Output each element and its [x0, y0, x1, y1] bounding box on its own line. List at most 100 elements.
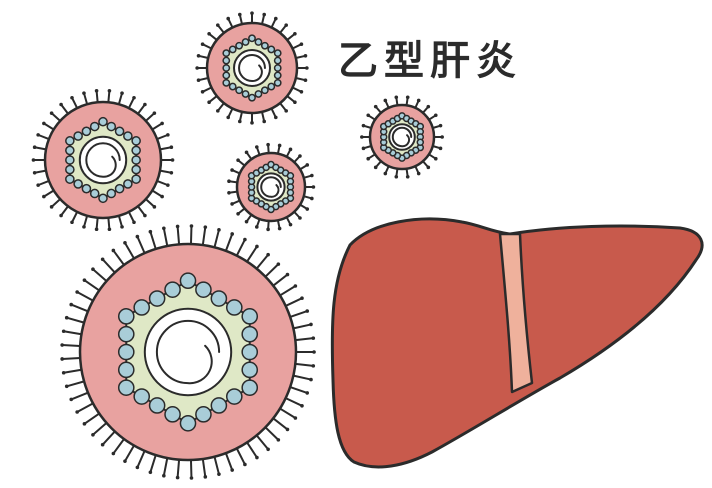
virus-spike-tip [31, 158, 36, 162]
virus-spike-tip [120, 225, 124, 229]
virus-spike-tip [311, 185, 316, 189]
virus-bead [164, 281, 181, 298]
virus-icon [227, 142, 316, 232]
virus-bead [131, 136, 141, 146]
virus-spike-tip [244, 219, 249, 224]
virus-bead [148, 397, 166, 414]
virus-bead [228, 45, 237, 54]
virus-bead [260, 41, 269, 50]
virus-spike [71, 96, 79, 110]
virus-spike-tip [300, 296, 304, 301]
virus-spike-tip [200, 89, 205, 94]
virus-spike-tip [243, 237, 247, 242]
virus-spike-tip [298, 216, 302, 220]
virus-bead [228, 82, 237, 91]
virus-spike [33, 169, 47, 174]
virus-bead [123, 179, 133, 189]
virus-bead [81, 183, 92, 194]
virus-spike-tip [61, 370, 66, 375]
virus-bead [241, 90, 250, 98]
virus-spiral [155, 319, 221, 385]
virus-spike [62, 368, 83, 374]
virus-spike-tip [82, 422, 87, 426]
virus-spike [123, 444, 135, 463]
virus-spike-tip [293, 32, 297, 36]
virus-spike-tip [312, 350, 316, 354]
virus-spike-tip [196, 53, 201, 58]
virus-spike [82, 92, 89, 106]
virus-spike [246, 245, 258, 263]
virus-spike [272, 273, 289, 287]
virus-spike-tip [195, 66, 199, 70]
virus-spike-tip [132, 220, 136, 225]
virus-spike-tip [262, 119, 267, 124]
virus-bead [195, 406, 212, 423]
virus-spike [117, 214, 124, 228]
virus-spike [201, 457, 207, 478]
virus-bead [241, 361, 259, 379]
virus-bead [222, 64, 231, 72]
virus-bead [98, 116, 108, 127]
virus-spike-tip [69, 397, 74, 402]
virus-bead [117, 343, 135, 361]
virus-spike [294, 337, 315, 342]
virus-spike [37, 133, 50, 141]
virus-spike [156, 179, 169, 187]
virus-spike-tip [311, 364, 316, 368]
virus-group [31, 11, 444, 480]
virus-spike [95, 216, 99, 231]
virus-spike-tip [61, 329, 66, 334]
virus-spike [70, 303, 89, 313]
virus-bead [210, 397, 228, 414]
virus-bead [222, 71, 231, 80]
virus-bead [117, 379, 135, 396]
virus-spike-tip [230, 232, 234, 236]
virus-spike-tip [107, 88, 112, 93]
virus-spike-tip [49, 111, 54, 115]
virus-spike [76, 402, 95, 413]
virus-spike [156, 133, 169, 141]
virus-spike [151, 122, 164, 131]
virus-spike-tip [230, 202, 234, 206]
virus-spike [292, 374, 312, 381]
virus-spike-tip [236, 211, 240, 216]
virus-spike-tip [254, 145, 259, 149]
virus-spike-tip [250, 11, 254, 15]
virus-spike [101, 430, 116, 446]
virus-spike-tip [196, 78, 201, 83]
virus-spike-tip [91, 267, 95, 272]
virus-spike-tip [305, 391, 310, 395]
virus-spike-tip [216, 23, 220, 27]
virus-spike-tip [366, 156, 371, 161]
virus-spike-tip [120, 91, 124, 95]
virus-spike [264, 426, 280, 441]
virus-spike-tip [284, 23, 288, 27]
virus-bead [241, 308, 259, 325]
title: 乙型肝炎 [338, 38, 522, 84]
virus-spike-tip [293, 284, 298, 288]
virus-bead [81, 126, 92, 137]
virus-spike-tip [64, 315, 69, 320]
virus-spike-tip [100, 257, 105, 262]
virus-spike [144, 198, 156, 208]
virus-spike-tip [433, 156, 438, 161]
virus-spike [292, 323, 312, 330]
virus-spiral [85, 142, 121, 178]
virus-spike-tip [216, 109, 220, 113]
virus-bead [235, 41, 244, 50]
virus-spike [83, 412, 101, 425]
virus-spiral [391, 126, 413, 148]
liver-icon [330, 217, 704, 469]
virus-spike-tip [277, 226, 282, 231]
virus-spike [136, 205, 146, 217]
virus-spike-tip [405, 95, 410, 100]
virus-bead [133, 299, 151, 316]
virus-spike-tip [162, 473, 166, 478]
virus-spike-tip [42, 194, 46, 199]
virus-spike-tip [416, 171, 421, 176]
virus-icon [360, 95, 444, 179]
virus-spike-tip [175, 224, 180, 229]
virus-spike [279, 284, 297, 297]
virus-spike-tip [426, 165, 431, 170]
virus-spike [70, 391, 89, 401]
